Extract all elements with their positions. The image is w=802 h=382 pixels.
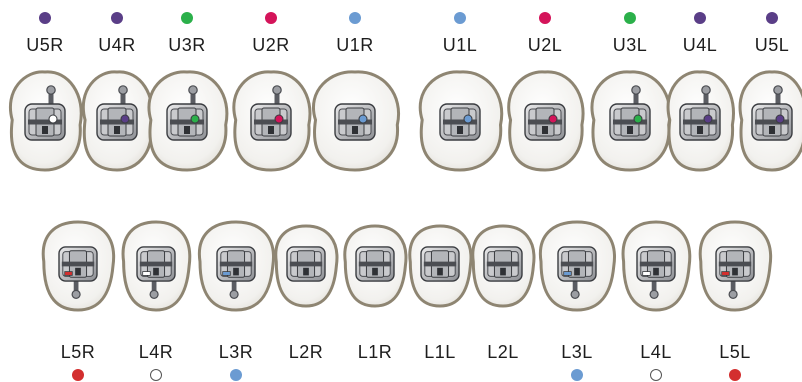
tooth-label: U3L	[612, 35, 648, 55]
color-code-dot	[72, 369, 84, 381]
color-code-dot	[539, 12, 551, 24]
upper-tooth	[232, 70, 312, 172]
tooth-label: U3R	[168, 35, 206, 55]
tooth-label: L4R	[138, 342, 174, 362]
tooth-label: L3R	[218, 342, 254, 362]
tooth-label: L1L	[424, 342, 456, 362]
tooth-label: L4L	[640, 342, 672, 362]
lower-tooth	[538, 220, 616, 312]
color-code-dot	[349, 12, 361, 24]
tooth-label: L5R	[60, 342, 96, 362]
upper-tooth	[9, 70, 83, 172]
tooth-label: U1L	[442, 35, 478, 55]
tooth-label: U4L	[682, 35, 718, 55]
upper-tooth	[312, 70, 401, 172]
tooth-label: U1R	[336, 35, 374, 55]
upper-tooth	[666, 70, 735, 172]
lower-tooth	[41, 220, 116, 312]
color-code-dot	[694, 12, 706, 24]
lower-tooth	[621, 220, 692, 312]
color-code-dot	[265, 12, 277, 24]
lower-tooth	[121, 220, 192, 312]
lower-tooth	[698, 220, 773, 312]
lower-tooth	[408, 224, 473, 308]
upper-tooth	[590, 70, 672, 172]
tooth-label: L2L	[487, 342, 519, 362]
color-code-dot	[729, 369, 741, 381]
color-code-dot	[230, 369, 242, 381]
tooth-label: L3L	[561, 342, 593, 362]
lower-tooth	[197, 220, 275, 312]
tooth-label: U2R	[252, 35, 290, 55]
upper-tooth	[147, 70, 229, 172]
lower-tooth	[274, 224, 339, 308]
color-code-dot	[181, 12, 193, 24]
upper-tooth	[81, 70, 154, 172]
color-code-dot	[39, 12, 51, 24]
tooth-label: U5R	[26, 35, 64, 55]
color-code-dot	[766, 12, 778, 24]
tooth-label: U2L	[527, 35, 563, 55]
color-code-dot-empty	[150, 369, 162, 381]
upper-tooth	[738, 70, 802, 172]
color-code-dot-empty	[650, 369, 662, 381]
tooth-label: L5L	[719, 342, 751, 362]
upper-tooth	[507, 70, 585, 172]
color-code-dot	[571, 369, 583, 381]
color-code-dot	[454, 12, 466, 24]
tooth-label: U4R	[98, 35, 136, 55]
tooth-label: U5L	[754, 35, 790, 55]
upper-tooth	[418, 70, 504, 172]
color-code-dot	[111, 12, 123, 24]
lower-tooth	[471, 224, 536, 308]
lower-tooth	[343, 224, 408, 308]
color-code-dot	[624, 12, 636, 24]
tooth-label: L2R	[288, 342, 324, 362]
tooth-label: L1R	[357, 342, 393, 362]
